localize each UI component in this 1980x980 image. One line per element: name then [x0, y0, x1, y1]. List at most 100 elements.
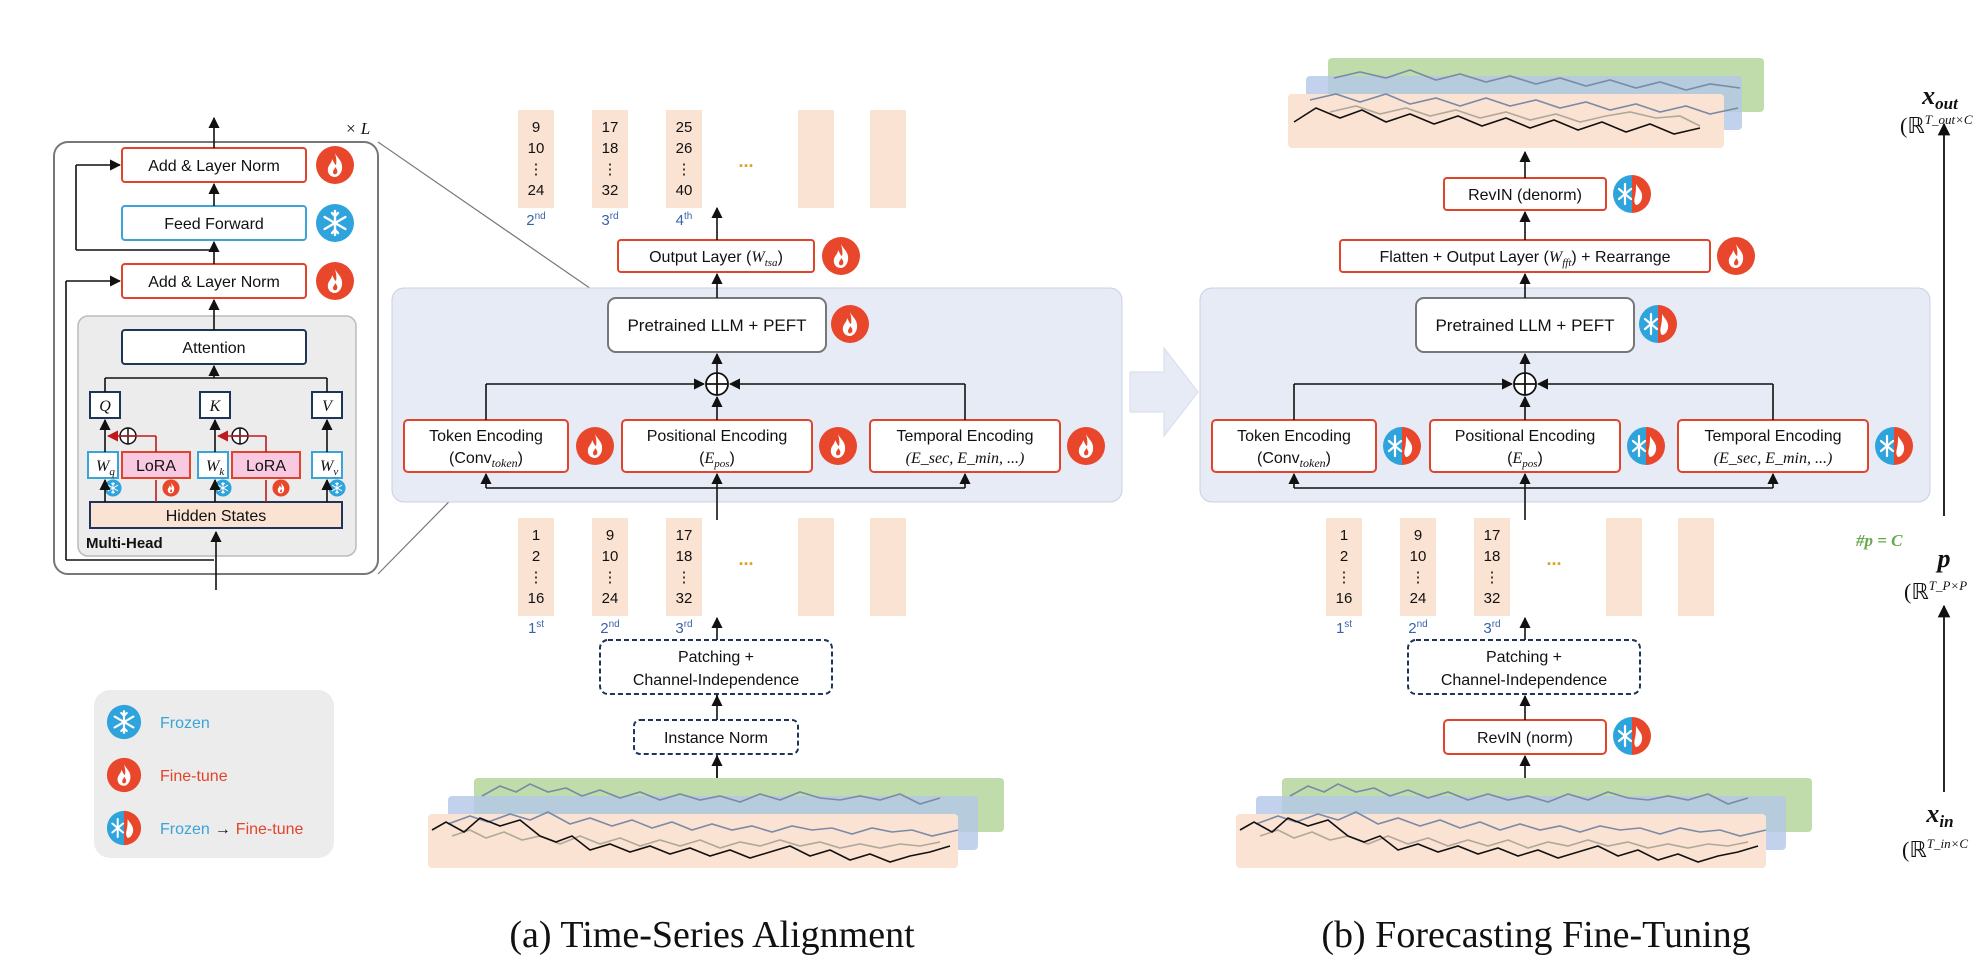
output-layer-box — [617, 239, 815, 273]
wk-box — [197, 451, 229, 479]
patching-label-a-1: Patching + — [678, 649, 754, 666]
patch-a-top-ellipsis: ... — [738, 151, 753, 171]
patch-value: 10 — [1410, 548, 1427, 565]
patch-b-bottom-ellipsis: ... — [1546, 549, 1561, 569]
patch-value: 2 — [532, 548, 540, 565]
patch-a-bottom-blank-1 — [798, 518, 834, 616]
revin-denorm-label: RevIN (denorm) — [1468, 187, 1582, 204]
patch-a-top-1 — [518, 110, 554, 208]
fire-snowflake-icon — [1638, 304, 1678, 344]
patch-b-bottom-blank-1 — [1606, 518, 1642, 616]
patch-value: ⋮ — [677, 569, 692, 586]
snowflake-icon — [315, 203, 355, 243]
patch-a-bottom-ellipsis: ... — [738, 549, 753, 569]
patching-label-b-1: Patching + — [1486, 649, 1562, 666]
snowflake-icon — [106, 704, 142, 740]
fire-icon — [576, 427, 614, 465]
instance-norm-box — [633, 719, 799, 755]
panel-b-wiring — [1288, 150, 1779, 520]
p-label: p — [1936, 544, 1951, 573]
token-encoding-sub-a: (Convtoken) — [449, 450, 523, 470]
wv-label: Wv — [320, 458, 338, 478]
patch-value: ⋮ — [677, 161, 692, 178]
legend-finetune-label: Fine-tune — [160, 768, 228, 785]
patch-b-bottom-blank-2 — [1678, 518, 1714, 616]
patch-value: 18 — [602, 140, 619, 157]
fire-snowflake-icon — [1382, 426, 1422, 466]
patch-ordinal: 4th — [676, 211, 693, 229]
patch-ordinal: 3rd — [1483, 619, 1500, 637]
patch-value: 1 — [532, 527, 540, 544]
fire-icon — [831, 305, 869, 343]
lora-q-label: LoRA — [136, 458, 176, 475]
fire-icon — [162, 479, 180, 497]
patch-a-top-3 — [666, 110, 702, 208]
repeat-label: × L — [345, 119, 370, 138]
fire-icon — [819, 427, 857, 465]
patch-value: 26 — [676, 140, 693, 157]
revin-norm-label: RevIN (norm) — [1477, 730, 1573, 747]
patch-value: 10 — [528, 140, 545, 157]
temporal-encoding-sub-b: (E_sec, E_min, ...) — [1714, 450, 1833, 467]
add-norm-top-label: Add & Layer Norm — [148, 158, 280, 175]
fire-snowflake-icon — [1612, 174, 1652, 214]
x-out-space: (ℝT_out×C — [1900, 112, 1973, 138]
fire-snowflake-icon — [1874, 426, 1914, 466]
patch-value: 24 — [528, 182, 545, 199]
patch-value: 17 — [1484, 527, 1501, 544]
snowflake-icon — [328, 479, 346, 497]
output-layer-label: Output Layer (Wtsa) — [649, 249, 783, 269]
patch-value: 9 — [606, 527, 614, 544]
patch-a-top-blank-1 — [798, 110, 834, 208]
patch-a-bottom-1 — [518, 518, 554, 616]
patch-value: 10 — [602, 548, 619, 565]
q-label: Q — [99, 398, 111, 415]
patch-value: 2 — [1340, 548, 1348, 565]
input-series-b — [1236, 778, 1812, 868]
patch-value: ⋮ — [1411, 569, 1426, 586]
positional-encoding-label-a: Positional Encoding — [647, 428, 788, 445]
snowflake-icon — [104, 479, 122, 497]
attention-label: Attention — [182, 340, 245, 357]
patch-ordinal: 1st — [528, 619, 544, 637]
positional-encoding-sub-b: (Epos) — [1507, 450, 1543, 470]
patch-a-top-blank-2 — [870, 110, 906, 208]
output-series-b — [1288, 58, 1764, 148]
hidden-states-box — [89, 501, 343, 529]
k-label: K — [209, 398, 222, 415]
patch-value: 18 — [1484, 548, 1501, 565]
patch-ordinal: 3rd — [675, 619, 692, 637]
v-label: V — [322, 398, 334, 415]
instance-norm-label: Instance Norm — [664, 730, 768, 747]
patch-value: 17 — [602, 119, 619, 136]
lora-merge-wiring — [106, 427, 267, 502]
patch-a-top-2 — [592, 110, 628, 208]
patch-value: ⋮ — [1485, 569, 1500, 586]
patch-value: 1 — [1340, 527, 1348, 544]
token-encoding-label-b: Token Encoding — [1237, 428, 1351, 445]
temporal-encoding-sub-a: (E_sec, E_min, ...) — [906, 450, 1025, 467]
patch-a-bottom-2 — [592, 518, 628, 616]
patch-value: ⋮ — [603, 161, 618, 178]
x-in-label: xin — [1925, 799, 1953, 831]
lora-k-box — [231, 451, 301, 479]
llm-label-a: Pretrained LLM + PEFT — [627, 316, 806, 335]
patch-value: 24 — [1410, 590, 1427, 607]
patching-box-a — [599, 639, 833, 695]
p-space: (ℝT_P×P — [1904, 578, 1967, 604]
fire-snowflake-icon — [106, 810, 142, 846]
transformer-block: × L Add & Layer Norm Feed Forward Add & … — [53, 116, 611, 590]
patch-value: 9 — [532, 119, 540, 136]
patching-box-b — [1407, 639, 1641, 695]
caption-b: (b) Forecasting Fine-Tuning — [1321, 914, 1750, 956]
fire-icon — [316, 262, 354, 300]
patch-a-bottom-blank-2 — [870, 518, 906, 616]
patch-ordinal: 1st — [1336, 619, 1352, 637]
snowflake-icon — [214, 479, 232, 497]
patch-value: ⋮ — [603, 569, 618, 586]
fire-snowflake-icon — [1626, 426, 1666, 466]
patch-a-bottom-3 — [666, 518, 702, 616]
patch-ordinal: 3rd — [601, 211, 618, 229]
